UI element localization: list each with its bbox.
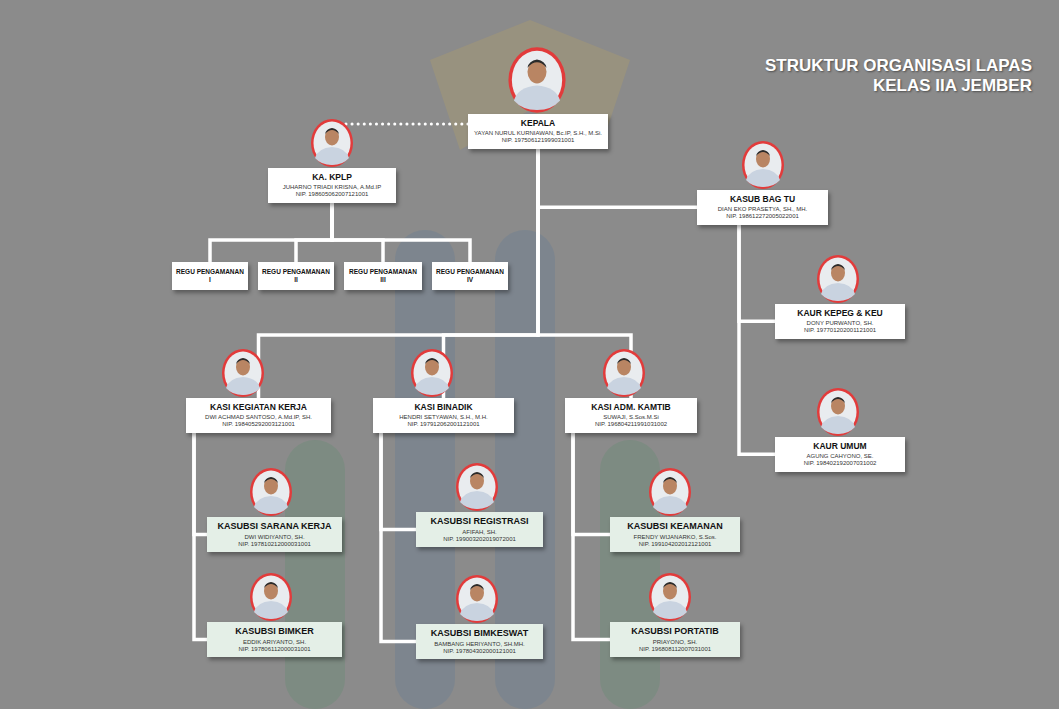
subsection-box: KASUBSI BIMKER EDDIK ARIYANTO, SH.NIP. 19… <box>207 622 342 657</box>
officer-name: BAMBANG HERIYANTO, SH.MH. <box>421 641 538 648</box>
subsection-box: KASUBSI KEAMANAN FRENDY WIJANARKO, S.Sos.… <box>610 517 740 552</box>
org-connector <box>194 433 207 535</box>
org-connector <box>573 433 610 640</box>
officer-nip: NIP. 197810212000031001 <box>212 541 337 548</box>
position-box: KEPALA YAYAN NURUL KURNIAWAN, Bc.IP, S.H.… <box>468 114 608 149</box>
officer-name: EDDIK ARIYANTO, SH. <box>212 639 337 646</box>
position-title: KA. KPLP <box>273 172 391 182</box>
org-connector <box>259 149 539 398</box>
officer-nip: NIP. 196808112007031001 <box>615 646 735 653</box>
position-box: KASI ADM. KAMTIB SUWAJI, S.Sos.M.SiNIP. 1… <box>565 398 697 433</box>
position-title: KASUBSI SARANA KERJA <box>212 521 337 532</box>
position-title: KEPALA <box>473 118 603 128</box>
portrait <box>649 573 691 621</box>
watermark-logo <box>285 20 660 709</box>
officer-name: SUWAJI, S.Sos.M.Si <box>570 414 692 421</box>
position-title: KASI ADM. KAMTIB <box>570 402 692 412</box>
officer-name: JUHARNO TRIADI KRISNA, A.Md.IP <box>273 184 391 191</box>
position-box: KA. KPLP JUHARNO TRIADI KRISNA, A.Md.IPNI… <box>268 168 396 203</box>
portrait <box>508 47 565 112</box>
position-title: KASUBSI PORTATIB <box>615 626 735 637</box>
subsection-box: KASUBSI BIMKESWAT BAMBANG HERIYANTO, SH.M… <box>416 624 543 659</box>
officer-name: FRENDY WIJANARKO, S.Sos. <box>615 534 735 541</box>
portrait <box>603 349 645 397</box>
officer-nip: NIP. 197701202001121001 <box>780 327 900 334</box>
position-box: KAUR KEPEG & KEU DONY PURWANTO, SH.NIP. 1… <box>775 304 905 339</box>
position-title: KASUBSI REGISTRASI <box>421 516 538 527</box>
squad-box: REGU PENGAMANAN IV <box>432 262 508 290</box>
portrait <box>649 468 691 516</box>
position-title: KASI BINADIK <box>378 402 509 412</box>
officer-nip: NIP. 199104202012121001 <box>615 541 735 548</box>
officer-name: AFIFAH, SH. <box>421 529 538 536</box>
officer-name: AGUNG CAHYONO, SE. <box>780 453 900 460</box>
portrait <box>742 141 784 189</box>
squad-box: REGU PENGAMANAN III <box>344 262 422 290</box>
subsection-box: KASUBSI SARANA KERJA DWI WIDIYANTO, SH.NI… <box>207 517 342 552</box>
position-title: REGU PENGAMANAN IV <box>435 268 505 284</box>
org-connector <box>739 225 775 322</box>
position-title: REGU PENGAMANAN II <box>261 268 331 284</box>
org-connector <box>381 433 416 642</box>
officer-nip: NIP. 198612272005022001 <box>702 213 823 220</box>
officer-name: DONY PURWANTO, SH. <box>780 320 900 327</box>
officer-name: YAYAN NURUL KURNIAWAN, Bc.IP, S.H., M.Si… <box>473 130 603 137</box>
officer-name: PRIAYONO, SH. <box>615 639 735 646</box>
officer-nip: NIP. 197804302000121001 <box>421 648 538 655</box>
officer-nip: NIP. 198402192007031002 <box>780 460 900 467</box>
position-box: KASUB BAG TU DIAN EKO PRASETYA, SH., MH.N… <box>697 190 828 225</box>
org-connector <box>573 433 610 535</box>
portrait <box>456 575 498 623</box>
portrait <box>250 468 292 516</box>
portrait <box>250 573 292 621</box>
officer-nip: NIP. 197506121999031001 <box>473 137 603 144</box>
position-box: KASI BINADIK HENDRI SETYAWAN, S.H., M.H.N… <box>373 398 514 433</box>
chart-title: STRUKTUR ORGANISASI LAPAS KELAS IIA JEMB… <box>760 56 1032 95</box>
portrait <box>222 349 264 397</box>
position-title: KAUR KEPEG & KEU <box>780 308 900 318</box>
position-title: KASI KEGIATAN KERJA <box>191 402 326 412</box>
portrait <box>817 388 859 436</box>
org-connector <box>538 149 697 208</box>
portrait <box>817 255 859 303</box>
portrait <box>311 119 353 167</box>
officer-name: DWI WIDIYANTO, SH. <box>212 534 337 541</box>
org-connector <box>381 433 416 530</box>
portrait <box>411 349 453 397</box>
org-connector <box>332 203 383 262</box>
org-connector <box>332 203 470 262</box>
subsection-box: KASUBSI PORTATIB PRIAYONO, SH.NIP. 196808… <box>610 622 740 657</box>
org-connector <box>739 225 775 455</box>
officer-nip: NIP. 197806112000031001 <box>212 646 337 653</box>
position-title: KASUBSI BIMKESWAT <box>421 628 538 639</box>
org-connector <box>194 433 207 640</box>
position-box: KAUR UMUM AGUNG CAHYONO, SE.NIP. 19840219… <box>775 437 905 472</box>
position-title: KASUB BAG TU <box>702 194 823 204</box>
squad-box: REGU PENGAMANAN II <box>258 262 334 290</box>
position-title: REGU PENGAMANAN III <box>347 268 419 284</box>
officer-nip: NIP. 197912062001121001 <box>378 421 509 428</box>
officer-name: DWI ACHMAD SANTOSO, A.Md.IP, SH. <box>191 414 326 421</box>
position-title: KASUBSI KEAMANAN <box>615 521 735 532</box>
squad-box: REGU PENGAMANAN I <box>172 262 248 290</box>
officer-nip: NIP. 196804211991031002 <box>570 421 692 428</box>
position-title: KAUR UMUM <box>780 441 900 451</box>
officer-nip: NIP. 199003202019072001 <box>421 536 538 543</box>
officer-nip: NIP. 198405292003121001 <box>191 421 326 428</box>
org-connector <box>210 203 332 262</box>
position-box: KASI KEGIATAN KERJA DWI ACHMAD SANTOSO, A… <box>186 398 331 433</box>
position-title: REGU PENGAMANAN I <box>175 268 245 284</box>
org-connector <box>296 203 332 262</box>
position-title: KASUBSI BIMKER <box>212 626 337 637</box>
officer-name: DIAN EKO PRASETYA, SH., MH. <box>702 206 823 213</box>
portrait <box>456 463 498 511</box>
officer-nip: NIP. 198605062007121001 <box>273 191 391 198</box>
subsection-box: KASUBSI REGISTRASI AFIFAH, SH.NIP. 199003… <box>416 512 543 547</box>
officer-name: HENDRI SETYAWAN, S.H., M.H. <box>378 414 509 421</box>
